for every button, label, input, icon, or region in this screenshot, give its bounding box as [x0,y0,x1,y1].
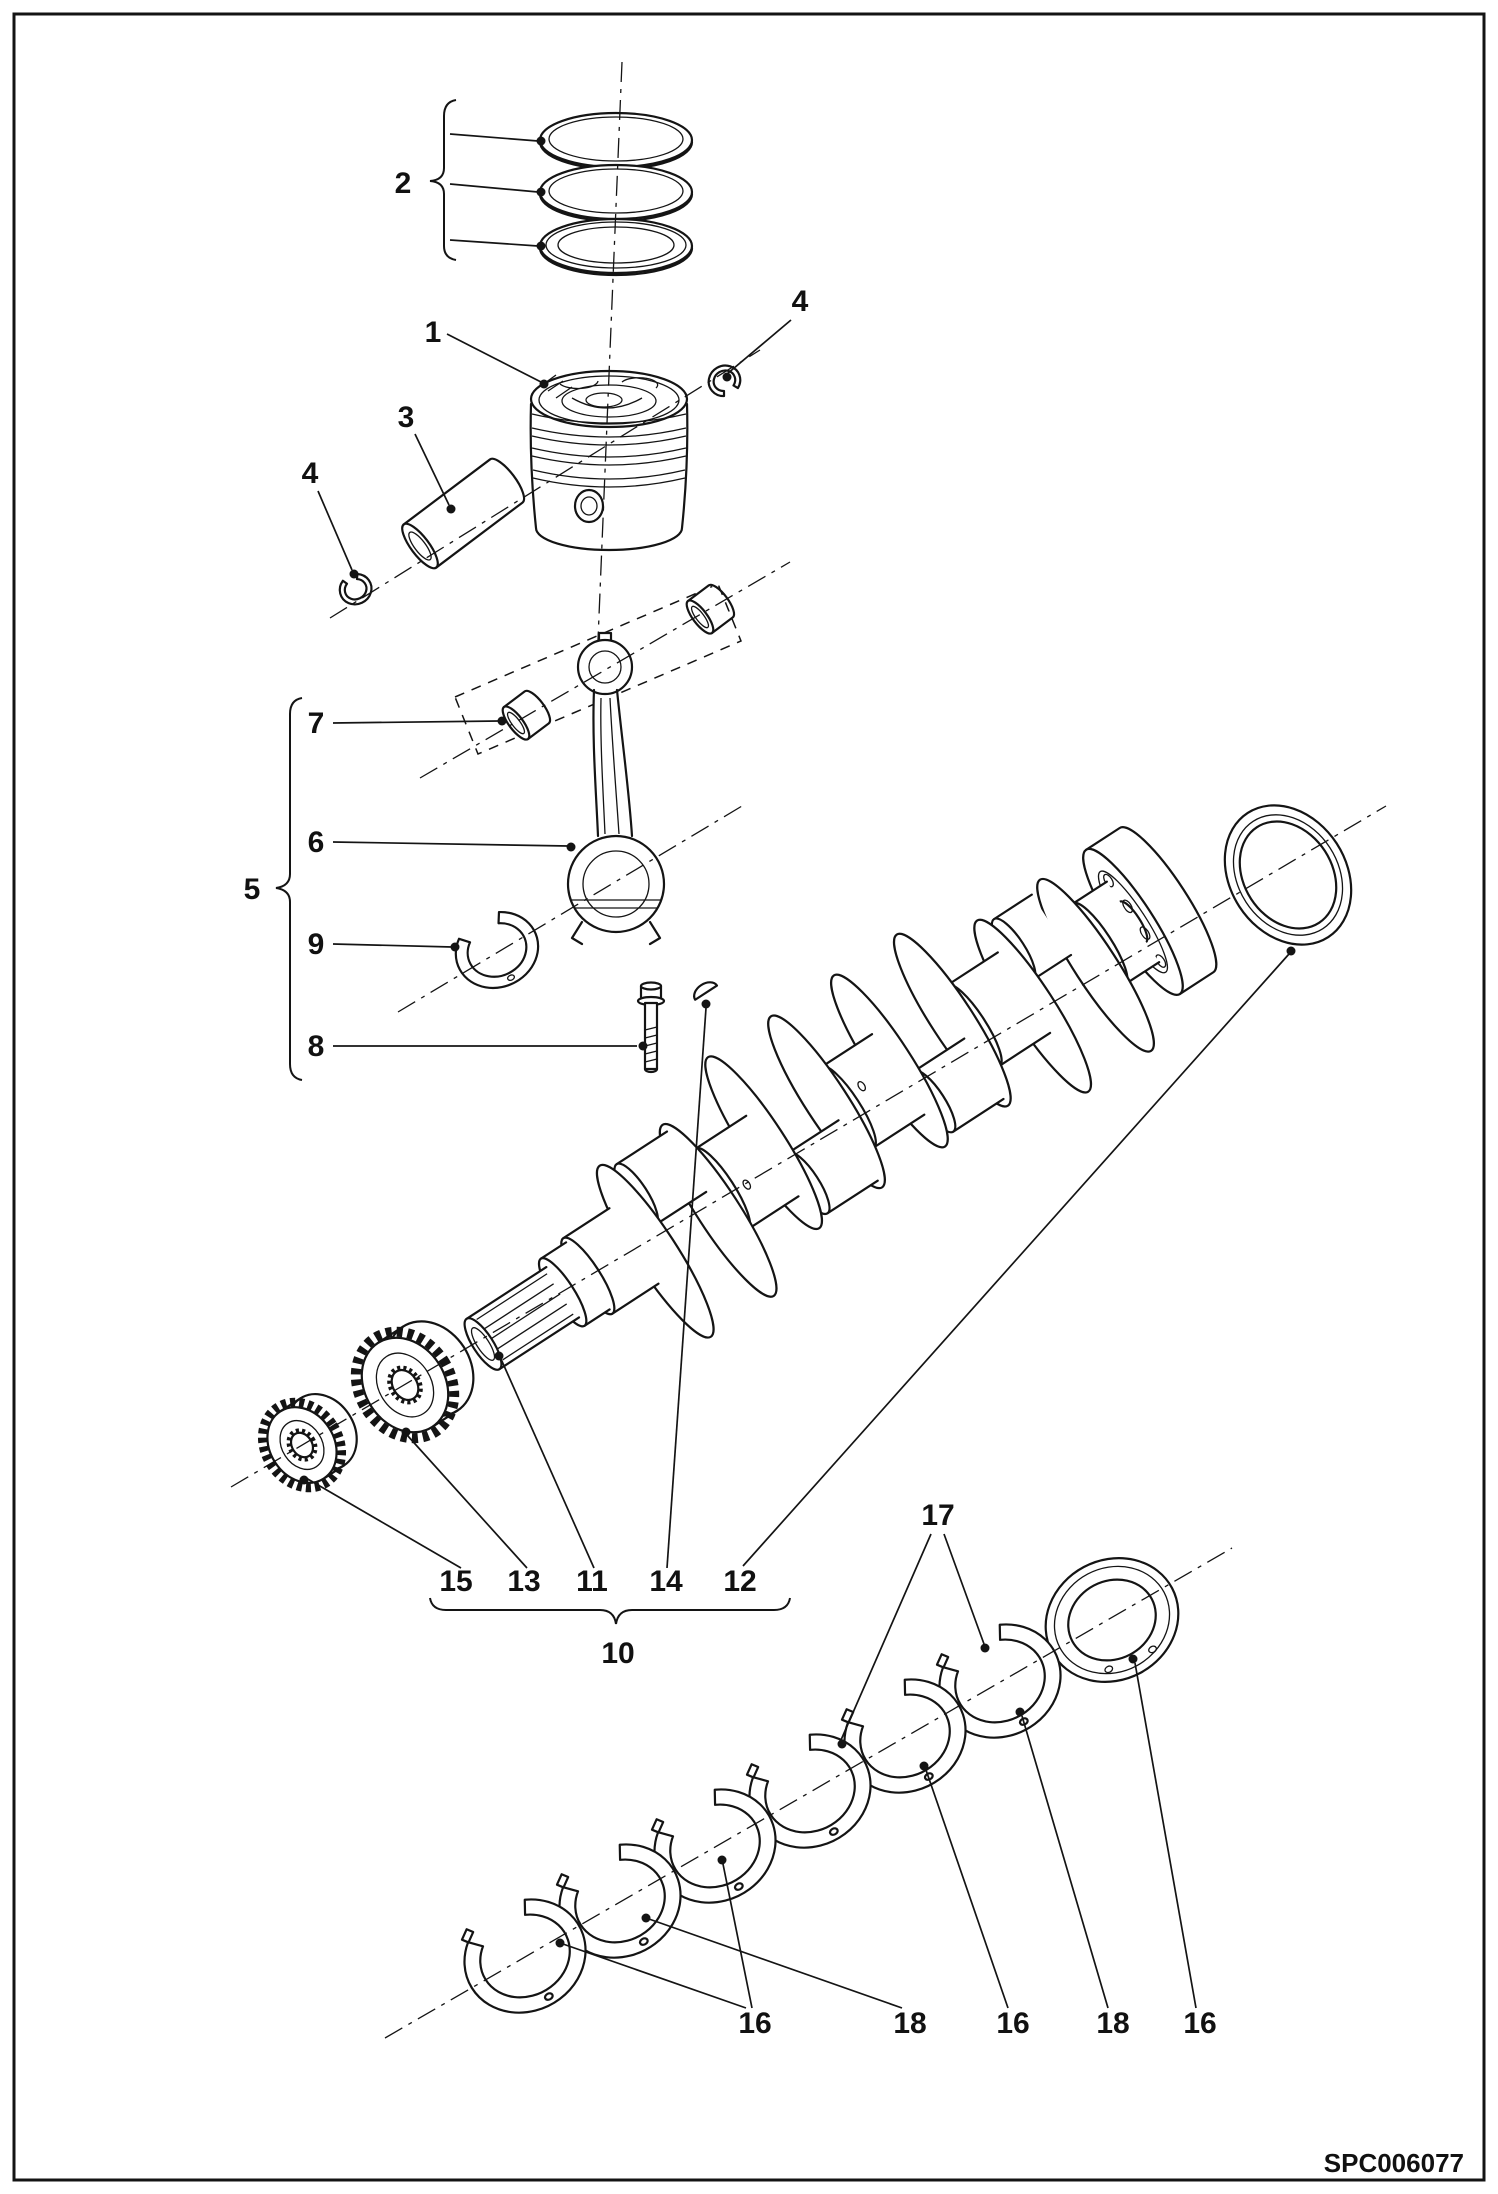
leader-lines [305,133,1290,2009]
bearing-shell-2 [540,1825,702,1980]
callout-crankshaft-group: 10 [601,1637,634,1670]
bearing-shell-3 [635,1770,797,1925]
callout-retainer-right: 4 [792,285,809,318]
frame-border [12,12,1486,2182]
callout-piston-pin: 3 [398,401,415,434]
piston [529,369,689,552]
assembly-dashed-box [454,583,742,755]
bearing-shell-5 [825,1660,987,1815]
callout-retainer-left: 4 [302,457,319,490]
callout-crank-nose: 11 [576,1565,608,1598]
leader-dots [299,136,1296,1948]
piston-ring-set [538,111,694,277]
piston-pin [401,457,526,570]
bearing-shell-1 [445,1880,607,2035]
callout-crank-gear: 13 [507,1565,540,1598]
woodruff-key [693,981,719,1001]
callout-bearing-16c: 16 [1183,2007,1216,2040]
callout-bearing-16a: 16 [738,2007,771,2040]
retaining-ring-left [338,572,373,606]
callout-bearing-18a: 18 [893,2007,926,2040]
callout-seal-ring: 12 [723,1565,756,1598]
callout-piston: 1 [425,316,442,349]
callout-bushing: 7 [308,707,325,740]
small-end-bushing-upper [685,583,736,635]
callout-rod-bearing: 9 [308,928,325,961]
retaining-ring-right [707,364,742,398]
callout-ring-set: 2 [395,167,412,200]
callout-bearing-16b: 16 [996,2007,1029,2040]
call-pump-gear: 15 [439,1565,472,1598]
rod-bolt [636,981,666,1074]
crankshaft [463,826,1218,1371]
bearing-shell-4 [730,1715,892,1870]
callout-bearing-set: 17 [921,1499,954,1532]
callout-connecting-rod: 6 [308,826,325,859]
centerlines [230,61,1387,2039]
connecting-rod [566,631,666,946]
drawing-code: SPC006077 [1324,2148,1464,2178]
callout-labels: 2 4 1 3 4 7 6 5 9 8 15 13 11 14 12 10 17… [244,167,1217,2040]
braces [275,99,791,1625]
callout-rod-group: 5 [244,873,261,906]
callout-bearing-18b: 18 [1096,2007,1129,2040]
callout-rod-bolt: 8 [308,1030,325,1063]
callout-woodruff-key: 14 [649,1565,683,1598]
rear-seal-ring [1223,804,1353,946]
